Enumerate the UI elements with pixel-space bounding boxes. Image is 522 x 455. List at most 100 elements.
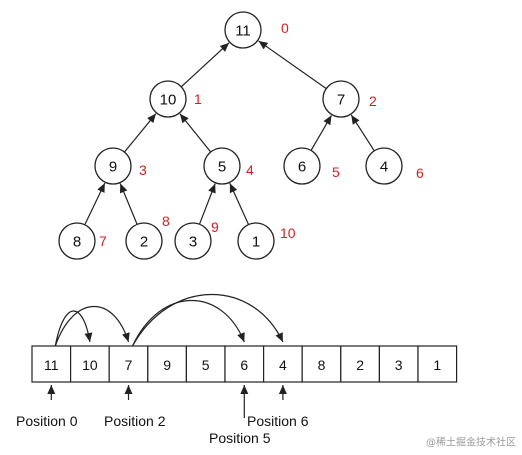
- position-label-text: Position 6: [247, 413, 309, 429]
- array-cell-box: [378, 345, 419, 383]
- node-index-label: 8: [162, 213, 170, 229]
- position-label-text: Position 5: [209, 430, 271, 446]
- array-cell-box: [185, 345, 226, 383]
- node-circle: [203, 147, 241, 185]
- node-circle: [283, 147, 321, 185]
- node-value: 8: [73, 234, 81, 251]
- array-cell-value: 7: [125, 357, 133, 373]
- heap-array: 11 10 7 9 5 6 4 8 2 3 1: [31, 345, 458, 383]
- node-circle: [58, 222, 96, 260]
- position-label: Position 0: [16, 385, 78, 429]
- tree-edges: [84, 40, 375, 226]
- array-cell-value: 10: [82, 357, 98, 373]
- array-cell-box: [147, 345, 188, 383]
- array-cell: 9: [147, 345, 188, 383]
- array-cell-value: 2: [356, 357, 364, 373]
- heap-node: 39: [174, 219, 219, 260]
- position-label: Position 6: [247, 385, 309, 429]
- node-value: 3: [189, 234, 197, 251]
- heap-node: 28: [125, 213, 170, 260]
- tree-edge: [350, 114, 375, 152]
- array-cell: 4: [263, 345, 303, 383]
- node-circle: [174, 222, 212, 260]
- node-index-label: 5: [332, 164, 340, 180]
- tree-edge: [310, 115, 332, 151]
- array-cell: 8: [301, 345, 342, 383]
- array-child-links: [54, 293, 284, 347]
- tree-edge: [229, 183, 250, 225]
- array-cell-value: 3: [395, 357, 403, 373]
- array-cell-box: [301, 345, 342, 383]
- tree-edge: [180, 42, 230, 88]
- array-cell-value: 5: [202, 357, 210, 373]
- array-child-arrow: [54, 310, 93, 347]
- node-index-label: 0: [281, 20, 289, 36]
- array-child-arrow: [131, 299, 245, 347]
- node-value: 4: [380, 159, 388, 176]
- tree-edge: [198, 183, 216, 225]
- tree-edge: [84, 182, 106, 226]
- node-index-label: 9: [211, 219, 219, 235]
- array-cell-box: [108, 345, 149, 383]
- position-label-text: Position 0: [16, 413, 78, 429]
- array-cell-value: 8: [318, 357, 326, 373]
- position-label: Position 2: [104, 385, 166, 429]
- node-value: 1: [252, 234, 260, 251]
- node-index-label: 10: [280, 225, 296, 241]
- position-label-text: Position 2: [104, 413, 166, 429]
- array-cell-box: [340, 345, 380, 383]
- node-value: 9: [109, 159, 117, 176]
- tree-edge: [258, 40, 327, 90]
- array-cell-value: 4: [279, 357, 287, 373]
- watermark: @稀土掘金技术社区: [426, 436, 516, 449]
- node-circle: [94, 147, 132, 185]
- array-cell: 10: [69, 345, 110, 383]
- array-child-arrow: [54, 306, 130, 347]
- node-index-label: 1: [194, 91, 202, 107]
- node-index-label: 3: [139, 162, 147, 178]
- array-cell: 2: [340, 345, 380, 383]
- array-cell-value: 6: [240, 357, 248, 373]
- array-cell-value: 11: [44, 357, 59, 373]
- heap-node: 1 10: [237, 222, 296, 260]
- node-index-label: 2: [369, 93, 377, 109]
- node-circle: [322, 80, 360, 118]
- array-cell-box: [417, 345, 458, 383]
- array-cell-box: [31, 345, 72, 383]
- node-index-label: 6: [416, 165, 424, 181]
- array-cell-box: [69, 345, 110, 383]
- node-circle: [149, 80, 187, 118]
- array-cell-value: 9: [163, 357, 171, 373]
- tree-edge: [179, 113, 212, 153]
- node-circle: [365, 147, 403, 185]
- tree-edge: [119, 183, 138, 225]
- heap-node: 11 0: [224, 11, 289, 49]
- node-index-label: 4: [246, 162, 254, 178]
- node-circle: [237, 222, 275, 260]
- node-circle: [125, 222, 163, 260]
- array-cell: 3: [378, 345, 419, 383]
- node-value: 5: [218, 159, 226, 176]
- node-value: 6: [298, 159, 306, 176]
- node-index-label: 7: [99, 233, 107, 249]
- node-value: 7: [337, 92, 345, 109]
- array-child-arrow: [131, 293, 284, 347]
- node-value: 11: [235, 23, 251, 40]
- node-value: 2: [140, 234, 148, 251]
- tree-edge: [123, 113, 157, 153]
- array-cell: 7: [108, 345, 149, 383]
- array-cell: 6: [224, 345, 265, 383]
- array-cell-value: 1: [433, 357, 441, 373]
- array-cell: 1: [417, 345, 458, 383]
- array-cell: 11: [31, 345, 72, 383]
